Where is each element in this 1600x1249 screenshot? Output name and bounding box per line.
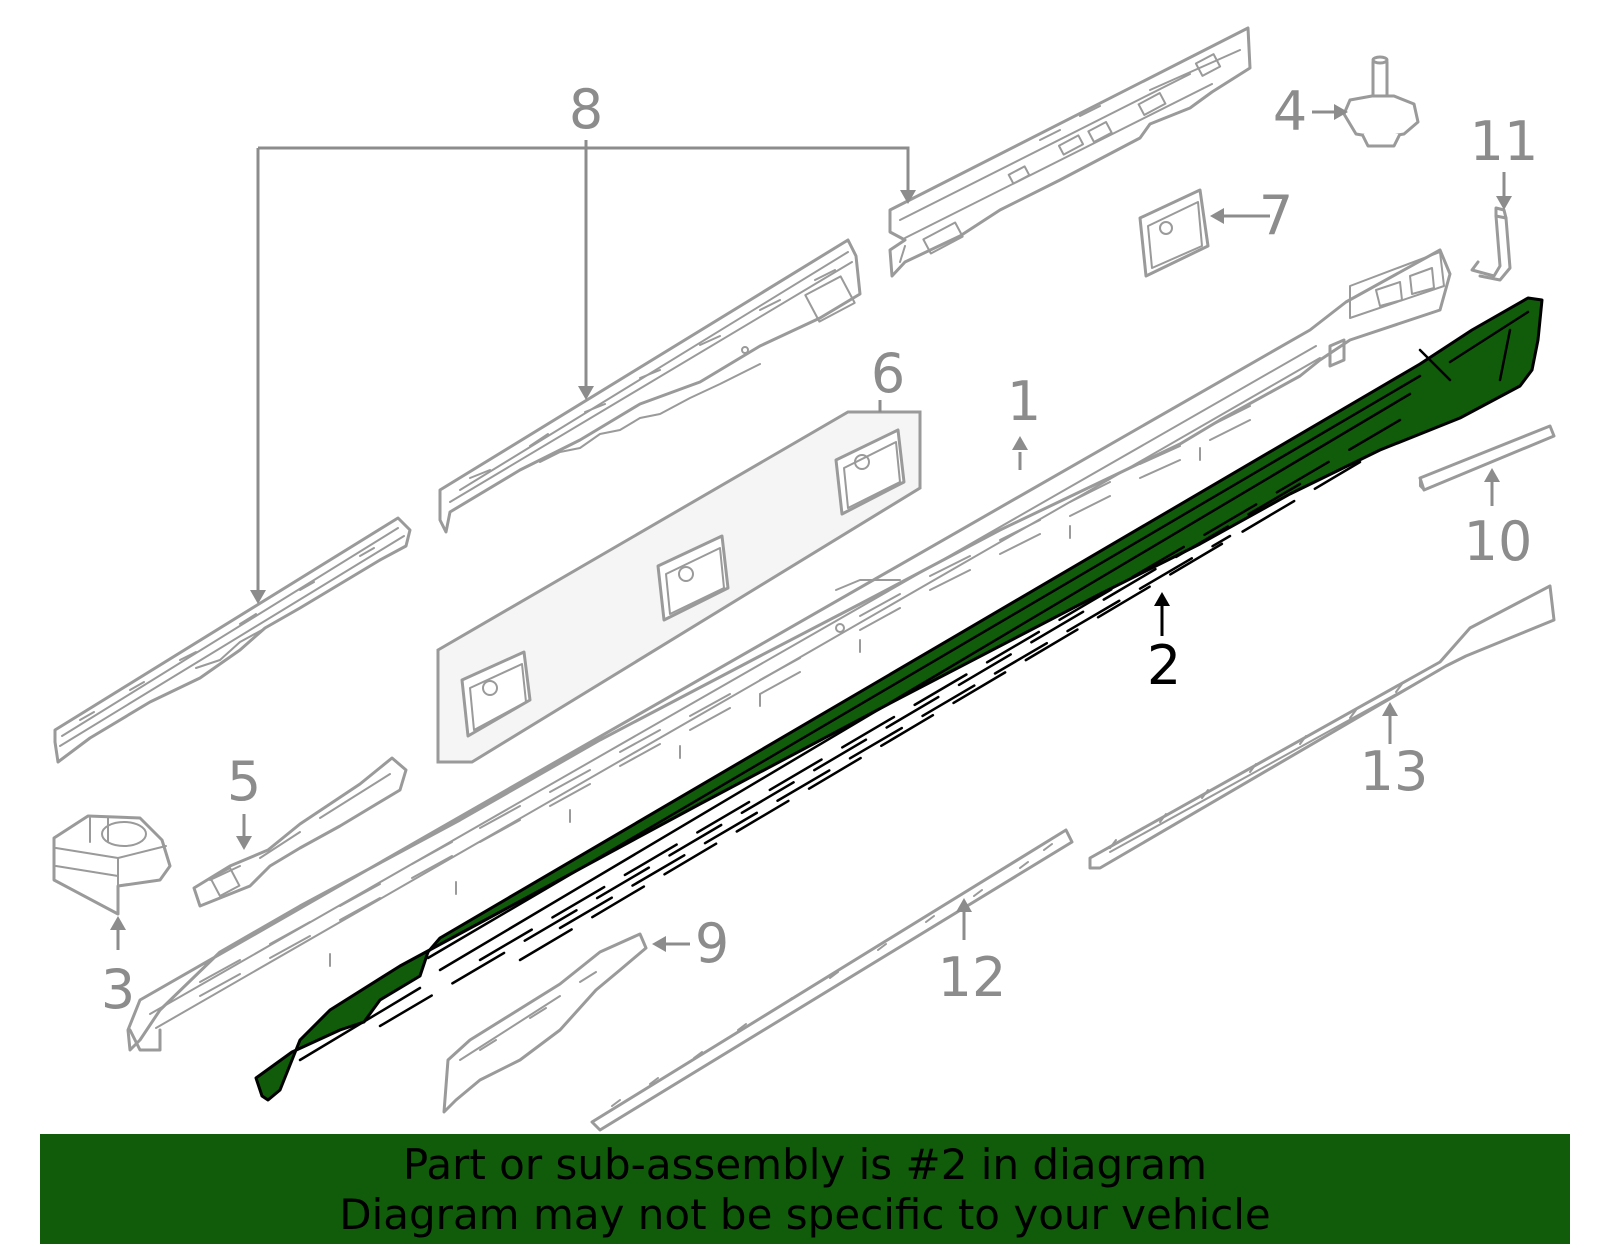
callout-12[interactable]: 12	[938, 946, 1007, 1009]
callout-7[interactable]: 7	[1259, 184, 1293, 247]
callout-8[interactable]: 8	[569, 78, 603, 141]
callout-5-arrowhead	[236, 836, 252, 850]
part-10-strip[interactable]	[1418, 424, 1556, 492]
part-6-clip-a	[460, 650, 532, 738]
part-1-rocker-panel[interactable]	[126, 248, 1452, 1052]
callout-4[interactable]: 4	[1273, 80, 1307, 143]
callout-1[interactable]: 1	[1007, 370, 1041, 433]
part-7-clip[interactable]	[1138, 188, 1210, 278]
callout-12-arrowhead	[956, 898, 972, 912]
callout-1-arrowhead	[1012, 436, 1028, 450]
part-2-rocker-molding[interactable]	[254, 296, 1544, 1102]
callout-3-arrowhead	[110, 916, 126, 930]
callout-10[interactable]: 10	[1464, 510, 1533, 573]
callout-2-arrowhead	[1154, 592, 1170, 606]
callout-4-arrowhead	[1334, 104, 1348, 120]
callout-13[interactable]: 13	[1360, 740, 1429, 803]
part-6-clip-c	[834, 428, 906, 516]
part-12-trim-strip[interactable]	[590, 828, 1074, 1132]
part-3-cap[interactable]	[52, 814, 172, 916]
part-4-push-pin[interactable]	[1342, 55, 1420, 148]
part-8-middle-reinforcement[interactable]	[438, 238, 862, 534]
caption-line-2: Diagram may not be specific to your vehi…	[339, 1190, 1271, 1239]
part-5-bracket[interactable]	[192, 756, 408, 908]
callout-8-leaders	[250, 140, 916, 604]
part-8-upper-reinforcement[interactable]	[888, 26, 1252, 278]
callout-5[interactable]: 5	[227, 750, 261, 813]
callout-2[interactable]: 2	[1147, 634, 1181, 697]
part-9-front-trim[interactable]	[442, 932, 648, 1114]
callout-11[interactable]: 11	[1470, 110, 1539, 173]
callout-10-arrowhead	[1484, 468, 1500, 482]
callout-9-arrowhead	[652, 936, 666, 952]
callout-3[interactable]: 3	[101, 958, 135, 1021]
part-8-lower-reinforcement[interactable]	[53, 516, 412, 764]
part-6-clip-panel[interactable]	[436, 400, 922, 764]
callout-13-arrowhead	[1382, 702, 1398, 716]
part-13-trim-strip[interactable]	[1088, 584, 1556, 870]
callout-9[interactable]: 9	[695, 912, 729, 975]
callout-7-arrowhead	[1210, 208, 1224, 224]
part-11-hook[interactable]	[1470, 206, 1512, 282]
callout-11-arrowhead	[1496, 196, 1512, 210]
callout-6[interactable]: 6	[871, 342, 905, 405]
part-6-clip-b	[656, 534, 730, 622]
caption-line-1: Part or sub-assembly is #2 in diagram	[402, 1140, 1208, 1189]
caption-bar: Part or sub-assembly is #2 in diagram Di…	[40, 1134, 1570, 1244]
